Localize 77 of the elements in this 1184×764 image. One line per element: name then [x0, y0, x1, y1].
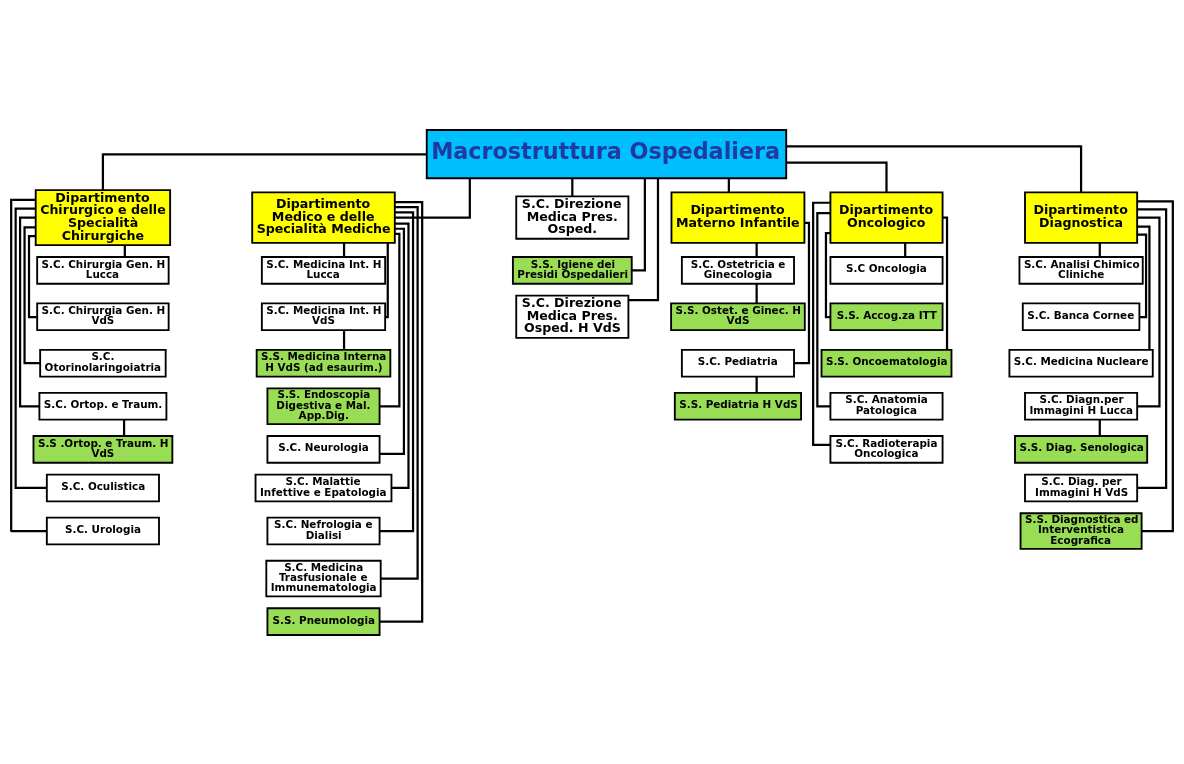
- node-box: S.S. Diag. Senologica: [1014, 434, 1149, 464]
- connector: [23, 225, 41, 364]
- node-box: Dipartimento Medico e delle Specialità Mediche: [251, 190, 396, 244]
- connector: [123, 244, 126, 257]
- connector: [794, 221, 811, 364]
- node-box: S.C. Malattie Infettive e Epatologia: [254, 473, 393, 502]
- connector: [1137, 233, 1148, 318]
- node-box: S.S. Igiene dei Presidi Ospedalieri: [511, 255, 633, 285]
- node-box: S.C. Pediatria: [680, 348, 795, 377]
- node-box: S.S. Ostet. e Ginec. H VdS: [670, 301, 806, 331]
- node-box: S.C. Chirurgia Gen. H Lucca: [36, 255, 170, 285]
- node-box: S.C. Neurologia: [266, 434, 381, 464]
- node-box: Macrostruttura Ospedaliera: [425, 128, 788, 179]
- connector: [755, 283, 758, 303]
- connector: [942, 216, 949, 350]
- node-box: S.C. Diagn.per Immagini H Lucca: [1024, 391, 1139, 421]
- connector: [342, 242, 346, 257]
- connector: [1137, 216, 1161, 407]
- connector: [391, 221, 410, 489]
- connector: [379, 232, 401, 407]
- node-box: S.C. Ortop. e Traum.: [38, 391, 168, 421]
- connector: [27, 234, 37, 318]
- node-box: S.C Oncologia: [829, 255, 944, 285]
- node-box: S.C. Ostetricia e Ginecologia: [680, 255, 795, 285]
- node-box: S.C. Medicina Int. H VdS: [260, 301, 387, 331]
- node-box: S.S. Pediatria H VdS: [673, 391, 802, 421]
- connector: [14, 207, 47, 489]
- node-box: S.S. Oncoematologia: [820, 348, 953, 377]
- connector: [1137, 199, 1174, 532]
- node-box: S.C. Medicina Int. H Lucca: [260, 255, 387, 285]
- node-box: S.S. Accog.za ITT: [829, 301, 944, 331]
- node-box: S.C. Medicina Trasfusionale e Immunematologia: [265, 559, 382, 597]
- connector: [1137, 224, 1151, 350]
- node-box: Dipartimento Diagnostica: [1024, 190, 1139, 244]
- node-box: S.S. Medicina Interna H VdS (ad esaurim.): [255, 348, 392, 377]
- connector: [19, 216, 40, 407]
- connector: [10, 198, 47, 532]
- node-box: Dipartimento Chirurgico e delle Specialità Chirurgiche: [34, 188, 172, 246]
- connector: [379, 227, 406, 455]
- connector: [786, 161, 888, 192]
- node-box: S.S. Pneumologia: [266, 606, 381, 636]
- node-box: S.C. Diag. per Immagini H VdS: [1024, 473, 1139, 502]
- connector: [571, 178, 574, 196]
- connector: [101, 152, 427, 190]
- connector: [904, 242, 907, 257]
- connector: [755, 242, 758, 257]
- connector: [628, 178, 660, 301]
- node-box: S.C. Analisi Chimico Cliniche: [1018, 255, 1144, 285]
- connector: [380, 205, 419, 580]
- node-box: S.S .Ortop. e Traum. H VdS: [32, 434, 174, 464]
- node-box: S.S. Endoscopia Digestiva e Mal. App.Dig.: [266, 387, 381, 425]
- node-box: S.C. Chirurgia Gen. H VdS: [36, 301, 170, 331]
- connector: [385, 242, 389, 318]
- connector: [1137, 207, 1168, 489]
- node-box: S.C. Banca Cornee: [1021, 301, 1141, 331]
- node-box: S.C. Nefrologia e Dialisi: [266, 516, 381, 545]
- connector: [824, 231, 831, 318]
- node-box: S.C. Radioterapia Oncologica: [829, 434, 944, 464]
- connector: [379, 210, 415, 532]
- connector: [816, 211, 831, 407]
- connector: [727, 178, 730, 192]
- node-box: S.S. Diagnostica ed Interventistica Ecografica: [1019, 511, 1143, 550]
- node-box: Dipartimento Oncologico: [829, 190, 944, 244]
- node-box: S.C. Direzione Medica Pres. Osped.: [515, 195, 630, 240]
- connector: [342, 329, 346, 350]
- connector: [394, 178, 471, 219]
- node-box: S.C. Medicina Nucleare: [1008, 348, 1154, 377]
- node-box: S.C. Urologia: [45, 516, 160, 545]
- connector: [379, 200, 424, 623]
- connector: [1098, 242, 1101, 257]
- node-box: S.C. Anatomia Patologica: [829, 391, 944, 421]
- node-box: S.C. Otorinolaringoiatria: [39, 348, 167, 377]
- node-box: Dipartimento Materno Infantile: [670, 190, 806, 244]
- connector: [631, 178, 646, 271]
- connector: [786, 144, 1083, 192]
- node-box: S.C. Direzione Medica Pres. Osped. H VdS: [515, 294, 630, 339]
- node-box: S.C. Oculistica: [45, 473, 160, 502]
